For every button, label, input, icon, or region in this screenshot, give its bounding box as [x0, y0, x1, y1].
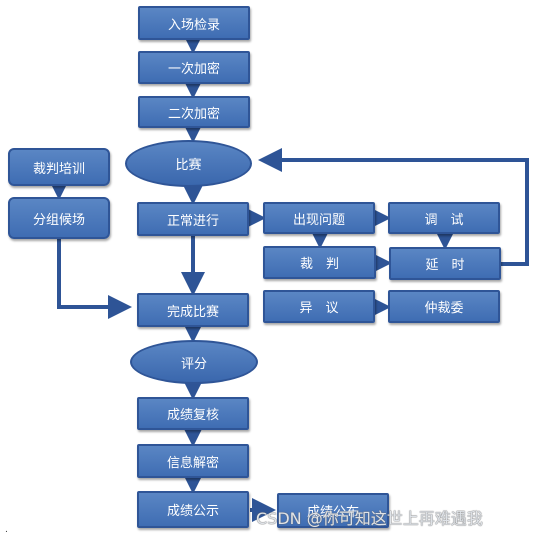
node-delay: 延 时	[389, 247, 501, 280]
node-arbitration: 仲裁委	[388, 290, 500, 323]
watermark: CSDN @你可知这世上再难遇我	[256, 509, 483, 528]
node-complete: 完成比赛	[137, 293, 249, 327]
node-competition: 比赛	[125, 140, 252, 187]
node-score-publish: 成绩公布	[277, 493, 389, 528]
node-scoring: 评分	[130, 340, 258, 384]
node-info-decrypt: 信息解密	[137, 444, 249, 478]
node-score-public: 成绩公示	[137, 491, 249, 528]
corner-mark: .	[5, 525, 8, 535]
node-referee: 裁 判	[263, 246, 376, 279]
node-group-waiting: 分组候场	[8, 197, 110, 239]
node-debug: 调 试	[388, 202, 500, 234]
arrow-waiting-to-complete	[57, 239, 132, 319]
node-problem-occurs: 出现问题	[263, 202, 375, 234]
node-second-encrypt: 二次加密	[138, 96, 250, 128]
node-objection: 异 议	[263, 290, 375, 323]
arrow-delay-loop-to-race	[258, 148, 529, 266]
node-normal-progress: 正常进行	[137, 202, 249, 236]
node-first-encrypt: 一次加密	[138, 51, 250, 84]
node-entry-check: 入场检录	[138, 6, 250, 40]
node-score-review: 成绩复核	[137, 397, 249, 430]
node-referee-training: 裁判培训	[8, 148, 110, 186]
